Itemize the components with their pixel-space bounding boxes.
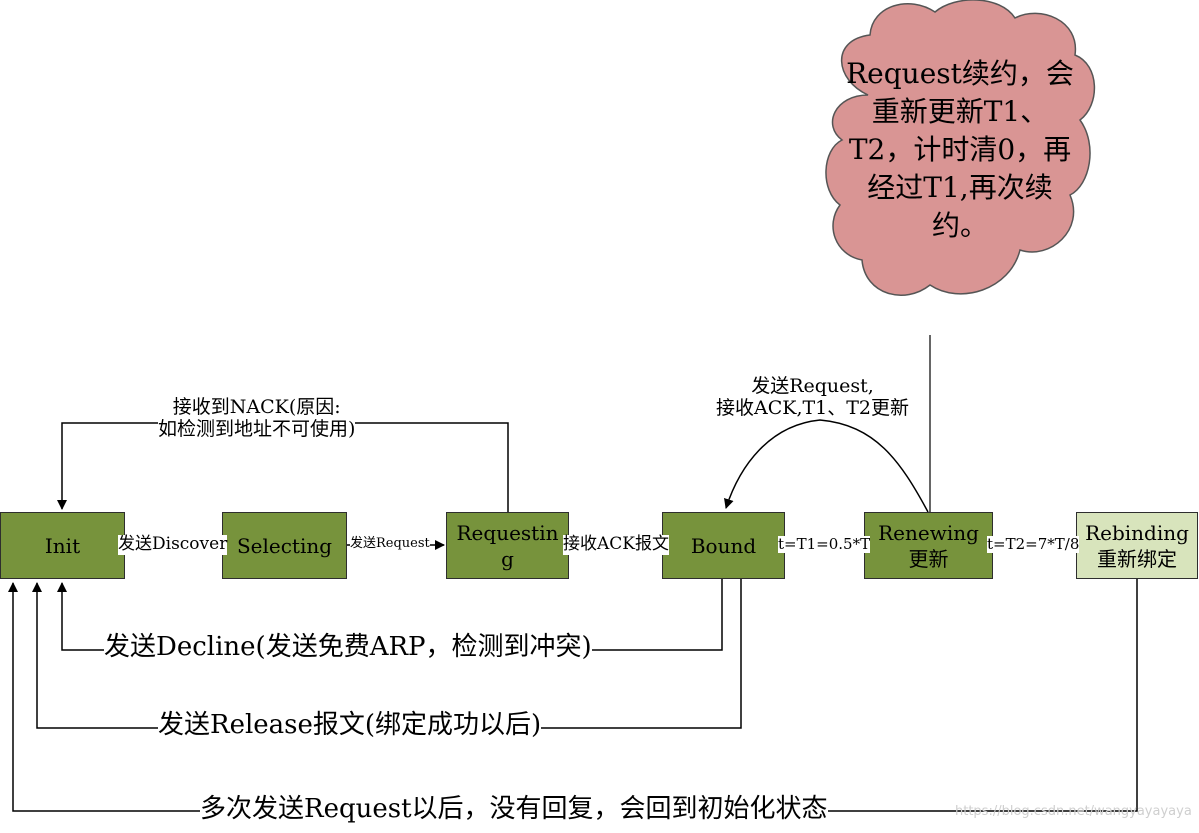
edge-renew-curve	[724, 419, 929, 513]
state-requesting-label-2: g	[501, 546, 514, 571]
state-bound-label: Bound	[690, 533, 757, 558]
label-renew-line-1: 发送Request,	[751, 375, 874, 397]
state-selecting: Selecting	[222, 512, 347, 579]
state-rebinding: Rebinding 重新绑定	[1076, 512, 1198, 579]
edge-timeout-line	[7, 579, 1138, 812]
state-selecting-label: Selecting	[236, 533, 333, 558]
label-timeout: 多次发送Request以后，没有回复，会回到初始化状态	[200, 794, 828, 825]
cloud-line-5: 约。	[931, 209, 988, 242]
state-requesting-label-1: Requestin	[456, 520, 559, 545]
state-rebinding-label-1: Rebinding	[1085, 520, 1189, 545]
label-decline: 发送Decline(发送免费ARP，检测到冲突)	[104, 632, 592, 663]
state-requesting: Requestin g	[446, 512, 569, 579]
cloud-note: Request续约，会 重新更新T1、 T2，计时清0，再 经过T1,再次续 约…	[830, 55, 1090, 245]
cloud-line-3: T2，计时清0，再	[848, 133, 1072, 166]
cloud-shape	[825, 0, 1096, 296]
label-renew: 发送Request, 接收ACK,T1、T2更新	[716, 375, 910, 420]
state-renewing: Renewing 更新	[864, 512, 993, 579]
state-renewing-label-2: 更新	[908, 546, 949, 571]
state-init: Init	[0, 512, 125, 579]
label-t1: t=T1=0.5*T	[778, 535, 871, 554]
label-nack-line-1: 接收到NACK(原因:	[172, 396, 341, 418]
state-init-label: Init	[44, 533, 81, 558]
watermark: https://blog.csdn.net/wangyayayaya	[955, 804, 1192, 819]
state-bound: Bound	[662, 512, 785, 579]
label-receive-ack: 接收ACK报文	[563, 534, 669, 555]
cloud-line-4: 经过T1,再次续	[867, 171, 1053, 204]
label-send-request: 发送Request	[350, 536, 430, 552]
label-t2: t=T2=7*T/8	[987, 535, 1080, 554]
cloud-line-1: Request续约，会	[846, 57, 1074, 90]
label-renew-line-2: 接收ACK,T1、T2更新	[716, 396, 910, 419]
cloud-line-2: 重新更新T1、	[871, 95, 1049, 128]
state-renewing-label-1: Renewing	[878, 520, 979, 545]
label-nack: 接收到NACK(原因: 如检测到地址不可使用)	[158, 396, 356, 441]
label-send-discover: 发送Discover	[118, 534, 228, 555]
label-nack-line-2: 如检测到地址不可使用)	[158, 417, 356, 440]
state-rebinding-label-2: 重新绑定	[1097, 546, 1177, 571]
label-release: 发送Release报文(绑定成功以后)	[158, 710, 542, 741]
